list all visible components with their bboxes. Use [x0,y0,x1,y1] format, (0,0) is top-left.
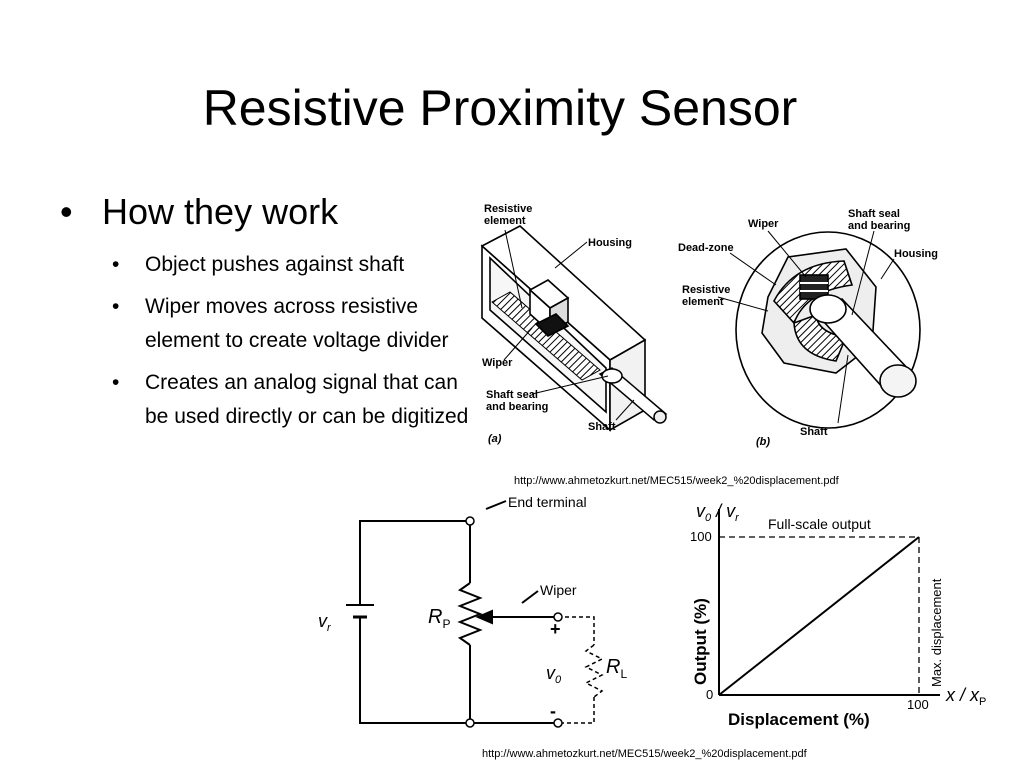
label-plus: + [550,619,561,639]
caption-b: (b) [756,436,770,448]
label-wiper: Wiper [540,582,577,598]
label-shaft-seal-2: and bearing [486,401,548,413]
max-displacement-label: Max. displacement [929,578,944,687]
label-vr: vr [318,611,332,634]
y-axis-label: Output (%) [691,598,710,685]
x-tick-100: 100 [907,697,929,712]
linear-potentiometer-figure: Resistive element Housing Wiper Shaft se… [480,203,668,445]
voltage-divider-circuit: End terminal Wiper vr RP + v0 RL - [318,494,627,728]
sub-bullet-dot: • [112,253,120,276]
y-tick-100: 100 [690,529,712,544]
label-end-terminal: End terminal [508,494,587,510]
sub-bullet: • Object pushes against shaft [112,248,472,282]
label-wiper: Wiper [482,357,513,369]
x-axis-variable: x / xP [945,685,986,708]
label-resistive-element: Resistive [484,203,532,215]
bullet-text: How they work [102,191,339,232]
output-displacement-graph: v0 / vr Full-scale output 100 0 100 Outp… [690,501,986,729]
label-housing: Housing [894,248,938,260]
source-credit-bottom: http://www.ahmetozkurt.net/MEC515/week2_… [482,748,807,760]
sub-bullet-text: Wiper moves across resistive element to … [145,295,449,352]
sub-bullet-text: Object pushes against shaft [145,253,405,276]
bullet-dot: • [60,191,73,232]
label-vo: v0 [546,663,562,686]
y-tick-0: 0 [706,687,713,702]
label-resistive-element: Resistive [682,284,730,296]
sub-bullet-dot: • [112,371,120,394]
label-shaft-seal: Shaft seal [486,389,538,401]
label-wiper: Wiper [748,218,779,230]
sub-bullet-dot: • [112,295,120,318]
x-axis-label: Displacement (%) [728,710,870,729]
label-resistive-element-2: element [484,215,526,227]
label-shaft: Shaft [588,421,616,433]
label-minus: - [550,701,556,721]
rotary-potentiometer-figure: Wiper Shaft seal and bearing Dead-zone H… [678,208,938,448]
sub-bullet: • Creates an analog signal that can be u… [112,366,472,434]
label-housing: Housing [588,237,632,249]
label-shaft: Shaft [800,426,828,438]
label-rp: RP [428,606,450,631]
full-scale-label: Full-scale output [768,516,871,532]
label-shaft-seal: Shaft seal [848,208,900,220]
sub-bullet: • Wiper moves across resistive element t… [112,290,472,358]
sub-bullet-text: Creates an analog signal that can be use… [145,371,469,428]
sub-bullet-list: • Object pushes against shaft • Wiper mo… [112,248,472,442]
label-shaft-seal-2: and bearing [848,220,910,232]
slide-title: Resistive Proximity Sensor [202,80,798,136]
y-axis-variable: v0 / vr [696,501,740,524]
label-rl: RL [606,656,627,681]
label-resistive-element-2: element [682,296,724,308]
caption-a: (a) [488,433,502,445]
label-dead-zone: Dead-zone [678,242,734,254]
source-credit-top: http://www.ahmetozkurt.net/MEC515/week2_… [514,475,839,487]
